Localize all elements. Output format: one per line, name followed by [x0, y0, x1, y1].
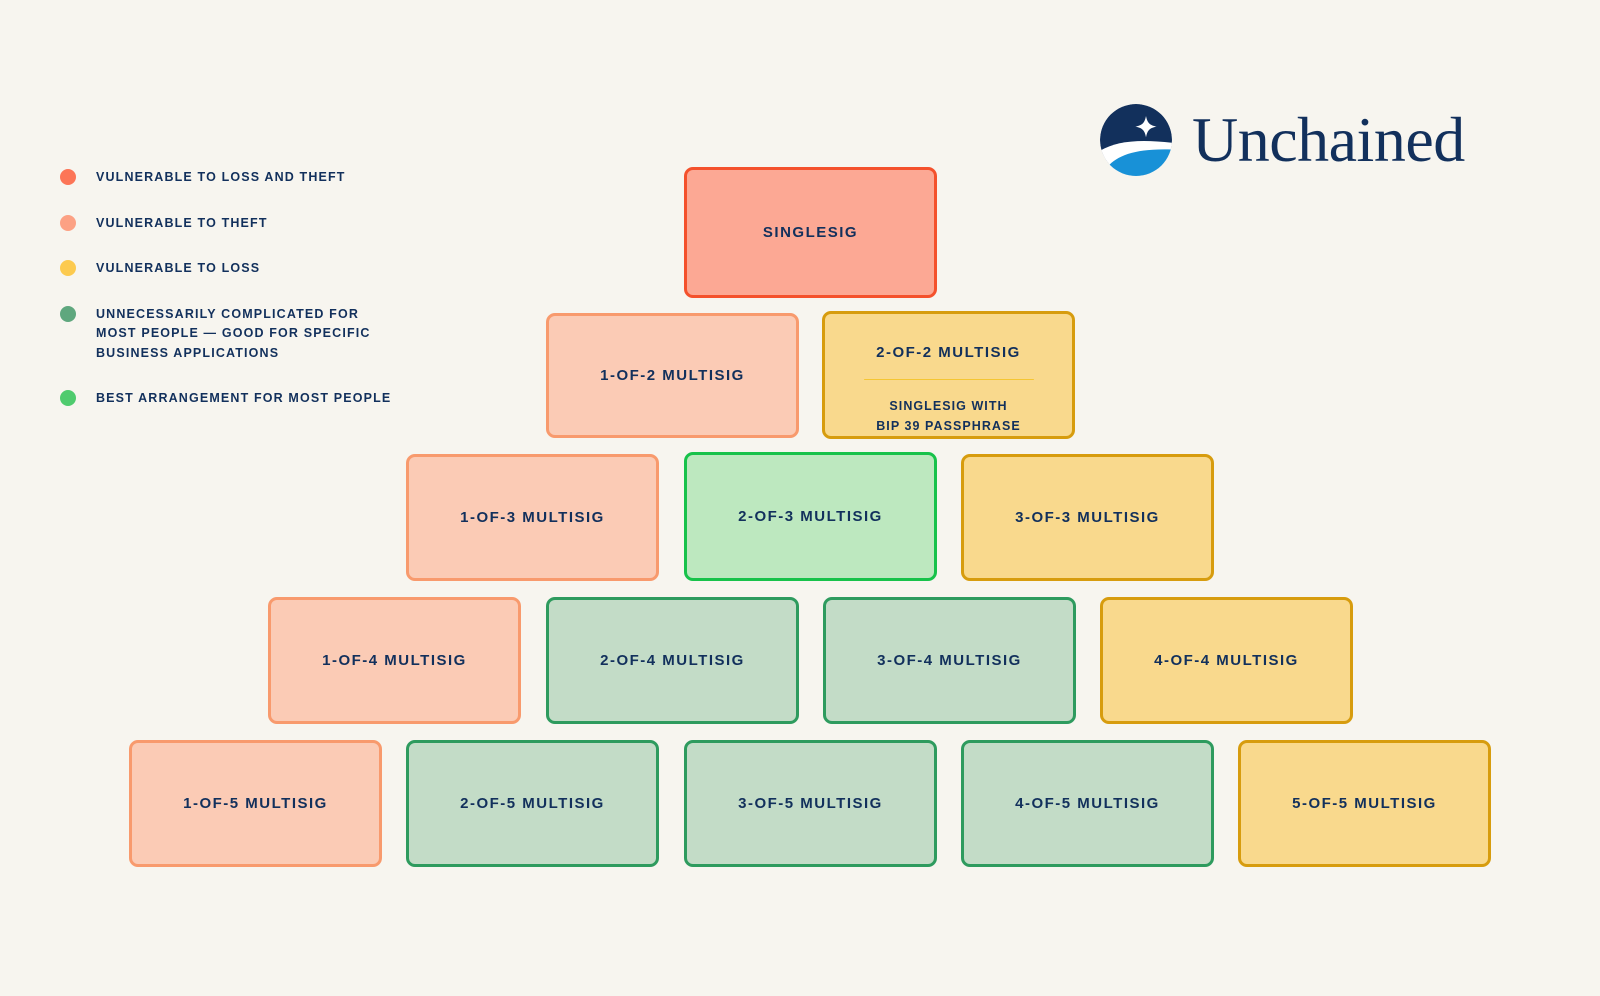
legend-color-dot-best: [60, 390, 76, 406]
quorum-box-1-of-4-multisig[interactable]: 1-OF-4 MULTISIG: [268, 597, 521, 724]
legend-item-theft: VULNERABLE TO THEFT: [60, 214, 480, 234]
quorum-box-2-of-2-multisig[interactable]: 2-OF-2 MULTISIG SINGLESIG WITH BIP 39 PASS…: [822, 311, 1075, 439]
legend-color-dot-complicated: [60, 305, 76, 322]
quorum-box-label: 1-OF-5 MULTISIG: [183, 795, 328, 812]
quorum-box-2-of-3-multisig[interactable]: 2-OF-3 MULTISIG: [684, 452, 937, 581]
legend-item-label: VULNERABLE TO LOSS: [96, 261, 261, 275]
quorum-box-1-of-3-multisig[interactable]: 1-OF-3 MULTISIG: [406, 454, 659, 581]
quorum-box-divider: [863, 379, 1034, 380]
quorum-box-label: 1-OF-2 MULTISIG: [600, 367, 745, 384]
legend-item-label: BEST ARRANGEMENT FOR MOST PEOPLE: [96, 391, 392, 405]
quorum-box-label: 4-OF-4 MULTISIG: [1154, 652, 1299, 669]
legend-item-label: VULNERABLE TO LOSS AND THEFT: [96, 170, 346, 184]
quorum-box-1-of-5-multisig[interactable]: 1-OF-5 MULTISIG: [129, 740, 382, 867]
quorum-box-2-of-4-multisig[interactable]: 2-OF-4 MULTISIG: [546, 597, 799, 724]
quorum-box-5-of-5-multisig[interactable]: 5-OF-5 MULTISIG: [1238, 740, 1491, 867]
legend: VULNERABLE TO LOSS AND THEFT VULNERABLE T…: [60, 168, 480, 435]
legend-item-loss: VULNERABLE TO LOSS: [60, 259, 480, 279]
quorum-box-subtitle-line: BIP 39 PASSPHRASE: [876, 419, 1021, 433]
quorum-box-label: 2-OF-2 MULTISIG: [876, 344, 1021, 361]
quorum-box-3-of-3-multisig[interactable]: 3-OF-3 MULTISIG: [961, 454, 1214, 581]
quorum-box-subtitle-line: SINGLESIG WITH: [889, 399, 1008, 413]
legend-color-dot-loss: [60, 260, 76, 276]
quorum-box-label: 3-OF-4 MULTISIG: [877, 652, 1022, 669]
quorum-box-label: 1-OF-4 MULTISIG: [322, 652, 467, 669]
quorum-box-label: 4-OF-5 MULTISIG: [1015, 795, 1160, 812]
brand-wordmark: Unchained: [1192, 104, 1465, 175]
quorum-box-4-of-4-multisig[interactable]: 4-OF-4 MULTISIG: [1100, 597, 1353, 724]
quorum-box-label: 1-OF-3 MULTISIG: [460, 509, 605, 526]
quorum-box-label: SINGLESIG: [762, 224, 859, 241]
legend-item-best: BEST ARRANGEMENT FOR MOST PEOPLE: [60, 389, 480, 409]
quorum-box-3-of-5-multisig[interactable]: 3-OF-5 MULTISIG: [684, 740, 937, 867]
quorum-box-1-of-2-multisig[interactable]: 1-OF-2 MULTISIG: [546, 313, 799, 438]
quorum-box-label: 5-OF-5 MULTISIG: [1292, 795, 1437, 812]
quorum-box-subtitle: SINGLESIG WITH BIP 39 PASSPHRASE: [876, 396, 1021, 436]
quorum-box-4-of-5-multisig[interactable]: 4-OF-5 MULTISIG: [961, 740, 1214, 867]
quorum-box-2-of-5-multisig[interactable]: 2-OF-5 MULTISIG: [406, 740, 659, 867]
legend-item-loss-and-theft: VULNERABLE TO LOSS AND THEFT: [60, 168, 480, 188]
brand-logo: Unchained: [1096, 100, 1465, 180]
legend-item-complicated: UNNECESSARILY COMPLICATED FOR MOST PEOPL…: [60, 305, 480, 364]
quorum-box-label: 2-OF-3 MULTISIG: [738, 508, 883, 525]
legend-item-label: UNNECESSARILY COMPLICATED FOR MOST PEOPL…: [96, 306, 371, 360]
legend-item-label: VULNERABLE TO THEFT: [96, 215, 268, 230]
quorum-box-singlesig[interactable]: SINGLESIG: [684, 167, 937, 298]
legend-color-dot-theft: [60, 214, 76, 231]
quorum-box-label: 3-OF-3 MULTISIG: [1015, 509, 1160, 526]
quorum-box-label: 2-OF-4 MULTISIG: [600, 652, 745, 669]
quorum-box-label: 2-OF-5 MULTISIG: [460, 795, 605, 812]
quorum-box-label: 3-OF-5 MULTISIG: [738, 795, 883, 812]
legend-color-dot-loss-and-theft: [60, 169, 76, 185]
unchained-circle-star-wave-logo-icon: [1096, 100, 1176, 180]
quorum-box-3-of-4-multisig[interactable]: 3-OF-4 MULTISIG: [823, 597, 1076, 724]
